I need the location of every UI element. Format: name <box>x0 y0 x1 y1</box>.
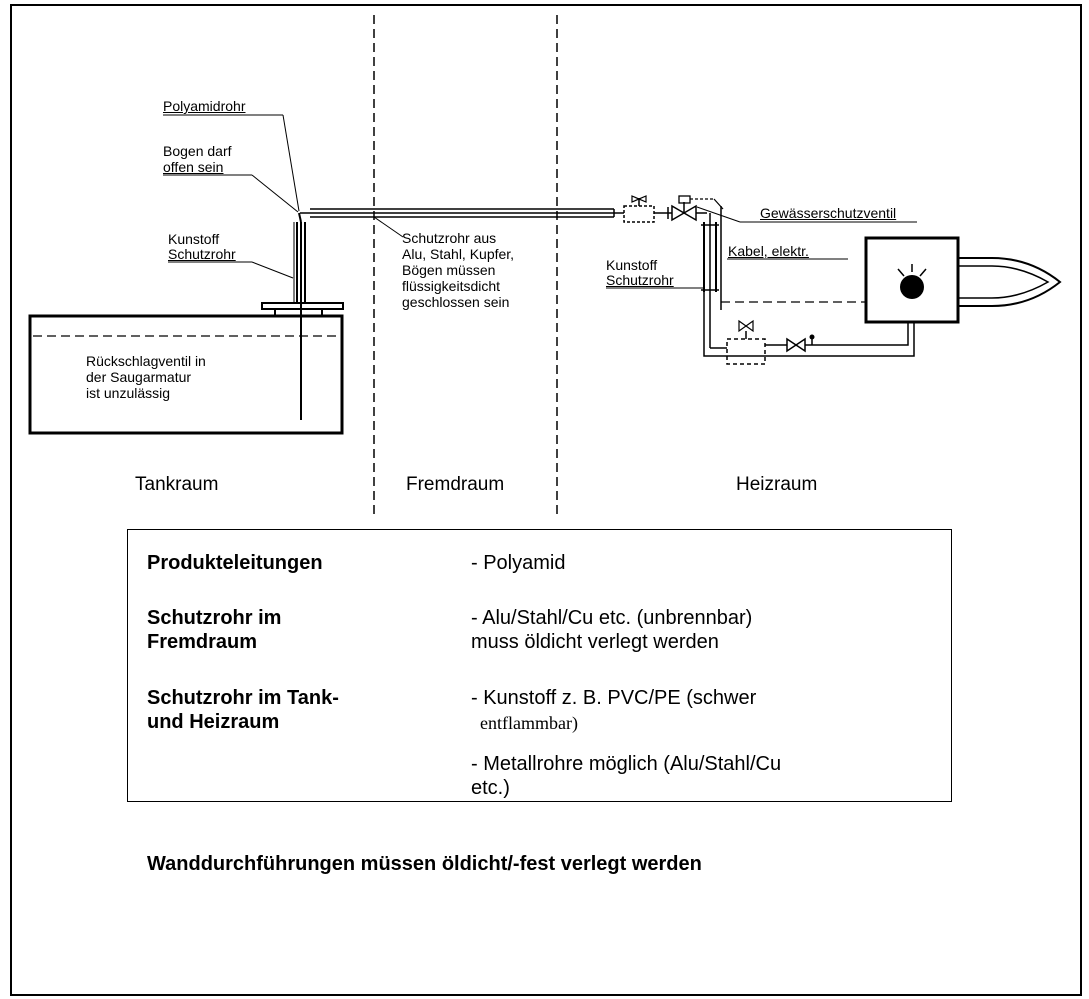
label-kunstoff-right-2: Schutzrohr <box>606 272 674 288</box>
label-bogen-2: offen sein <box>163 159 224 175</box>
label-schutzrohr-fremd-2: Alu, Stahl, Kupfer, <box>402 246 515 262</box>
table-row-3-left-2: und Heizraum <box>147 711 280 733</box>
burner <box>864 236 960 324</box>
return-filter <box>726 338 766 365</box>
label-polyamidrohr: Polyamidrohr <box>163 98 246 114</box>
label-tank-note-3: ist unzulässig <box>86 385 171 401</box>
table-row-2-right-1: - Alu/Stahl/Cu etc. (unbrennbar) <box>471 607 753 629</box>
water-protection-valve <box>671 204 697 222</box>
table-row-2-left-2: Fremdraum <box>147 631 258 653</box>
label-schutzrohr-fremd-1: Schutzrohr aus <box>402 230 497 246</box>
label-kunstoff-right-1: Kunstoff <box>606 257 658 273</box>
filter-box <box>623 205 655 223</box>
label-schutzrohr-fremd-5: geschlossen sein <box>402 294 510 310</box>
table-row-1-left: Produkteleitungen <box>147 552 323 574</box>
table-row-4-right-1: - Metallrohre möglich (Alu/Stahl/Cu <box>471 753 782 775</box>
table-row-4-right-2: etc.) <box>471 777 510 799</box>
page-frame <box>10 4 1082 996</box>
tank <box>28 314 344 435</box>
table-row-3-left-1: Schutzrohr im Tank- <box>147 687 339 709</box>
label-bogen-1: Bogen darf <box>163 143 232 159</box>
label-tank-note-1: Rückschlagventil in <box>86 353 206 369</box>
burner-flame <box>958 257 1062 307</box>
pipe-bend <box>298 212 302 223</box>
room-fremdraum: Fremdraum <box>406 474 505 495</box>
label-kunstoff-left-2: Schutzrohr <box>168 246 236 262</box>
table-row-2-left-1: Schutzrohr im <box>147 607 282 629</box>
table-row-2-right-2: muss öldicht verlegt werden <box>471 631 719 653</box>
label-schutzrohr-fremd-4: flüssigkeitsdicht <box>402 278 501 294</box>
table-row-3-right-1: - Kunstoff z. B. PVC/PE (schwer <box>471 687 757 709</box>
label-gewaesserschutzventil: Gewässerschutzventil <box>760 205 897 221</box>
label-tank-note-2: der Saugarmatur <box>86 369 192 385</box>
room-tankraum: Tankraum <box>135 474 219 495</box>
check-valve <box>786 337 806 353</box>
footer-note: Wanddurchführungen müssen öldicht/-fest … <box>147 853 702 875</box>
burner-flame-core <box>900 275 924 299</box>
label-kunstoff-left-1: Kunstoff <box>168 231 220 247</box>
tank-flange <box>261 302 344 310</box>
label-kabel: Kabel, elektr. <box>728 243 809 259</box>
table-row-1-right: - Polyamid <box>471 552 566 574</box>
table-row-3-right-2: entflammbar) <box>480 713 578 733</box>
material-table: Produkteleitungen - Polyamid Schutzrohr … <box>127 529 952 802</box>
label-schutzrohr-fremd-3: Bögen müssen <box>402 262 496 278</box>
room-heizraum: Heizraum <box>736 474 818 495</box>
